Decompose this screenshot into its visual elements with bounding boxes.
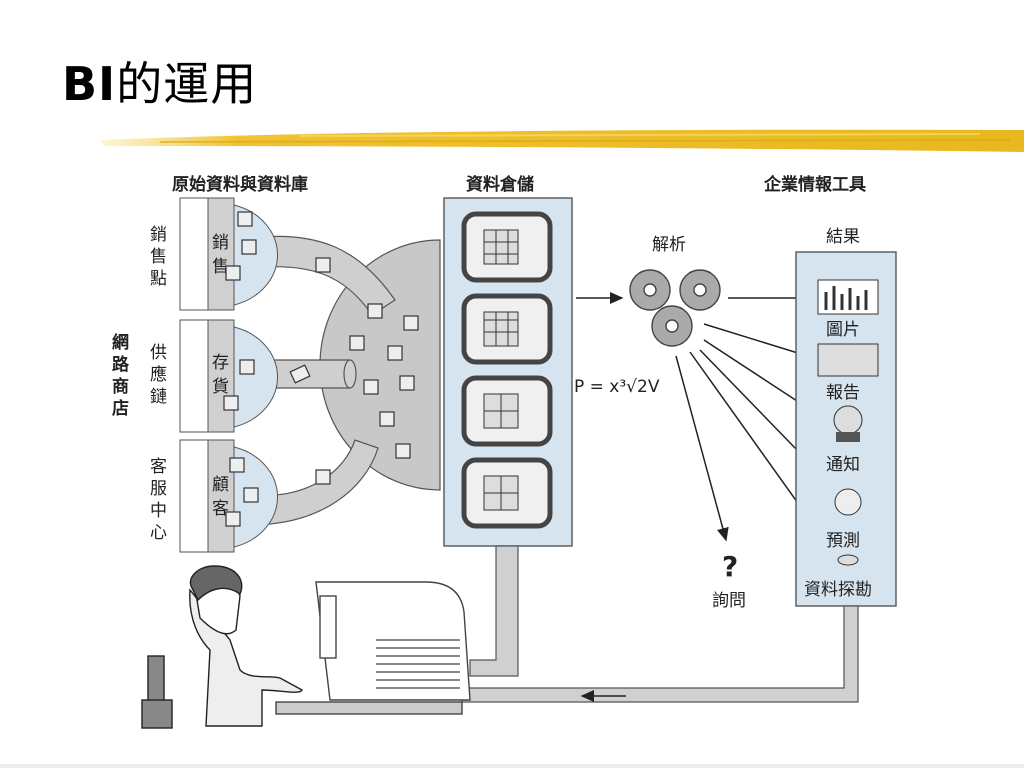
svg-text:商: 商 <box>112 376 129 397</box>
formula: P = x³√2V <box>574 377 660 397</box>
result-report: 報告 <box>826 383 860 403</box>
source-outer-2: 客 <box>150 457 167 477</box>
crystal-ball-icon <box>834 488 862 516</box>
svg-text:網: 網 <box>112 332 129 353</box>
gears-icon <box>629 269 721 347</box>
source-pos <box>179 197 278 311</box>
svg-text:店: 店 <box>112 398 129 419</box>
analysis-label: 解析 <box>652 235 686 255</box>
source-outer-0: 銷 <box>150 225 167 245</box>
svg-text:銷: 銷 <box>212 233 229 253</box>
svg-text:售: 售 <box>212 257 229 277</box>
source-service <box>179 439 278 553</box>
svg-text:心: 心 <box>150 523 167 543</box>
person-icon <box>141 565 303 729</box>
footer-line <box>0 764 1024 768</box>
header-warehouse: 資料倉儲 <box>466 174 534 195</box>
source-pipes <box>249 235 396 526</box>
result-forecast: 預測 <box>826 531 860 551</box>
svg-text:存: 存 <box>212 353 229 373</box>
source-inner-labels: 銷 售 存 貨 顧 客 <box>212 233 229 519</box>
svg-text:服: 服 <box>150 479 167 499</box>
brush-stroke <box>100 129 1024 152</box>
svg-text:鏈: 鏈 <box>150 387 167 407</box>
result-data-mining: 資料探勘 <box>804 580 872 600</box>
report-icon <box>817 343 879 377</box>
computer-icon <box>275 581 471 715</box>
query-label: 詢問 <box>712 591 746 611</box>
chart-icon <box>817 279 879 315</box>
results-column: 結果 圖片 報告 通知 預測 資料探勘 <box>795 227 897 607</box>
svg-text:點: 點 <box>150 269 167 289</box>
svg-text:路: 路 <box>112 354 130 375</box>
source-supply <box>179 319 278 433</box>
slide-title: BI的運用 <box>62 57 258 111</box>
header-sources: 原始資料與資料庫 <box>172 174 308 195</box>
source-outer-labels: 銷 售 點 供 應 鏈 客 服 中 心 <box>150 225 167 543</box>
svg-text:貨: 貨 <box>212 377 229 397</box>
flow-arrows <box>576 292 832 550</box>
database-icon <box>837 554 859 566</box>
notification-icon <box>833 405 863 435</box>
result-chart: 圖片 <box>826 320 860 340</box>
svg-text:客: 客 <box>212 499 229 519</box>
data-cubes <box>223 211 419 527</box>
header-bi-tools: 企業情報工具 <box>763 174 866 195</box>
svg-text:應: 應 <box>150 364 167 385</box>
source-outer-1: 供 <box>150 343 167 363</box>
svg-text:售: 售 <box>150 247 167 267</box>
query-icon: ? <box>722 550 738 583</box>
results-header: 結果 <box>826 227 860 247</box>
data-warehouse <box>443 197 573 547</box>
online-store-label: 網 路 商 店 <box>112 332 130 419</box>
result-notification: 通知 <box>826 455 860 475</box>
svg-text:中: 中 <box>150 501 167 521</box>
svg-text:顧: 顧 <box>212 475 229 495</box>
